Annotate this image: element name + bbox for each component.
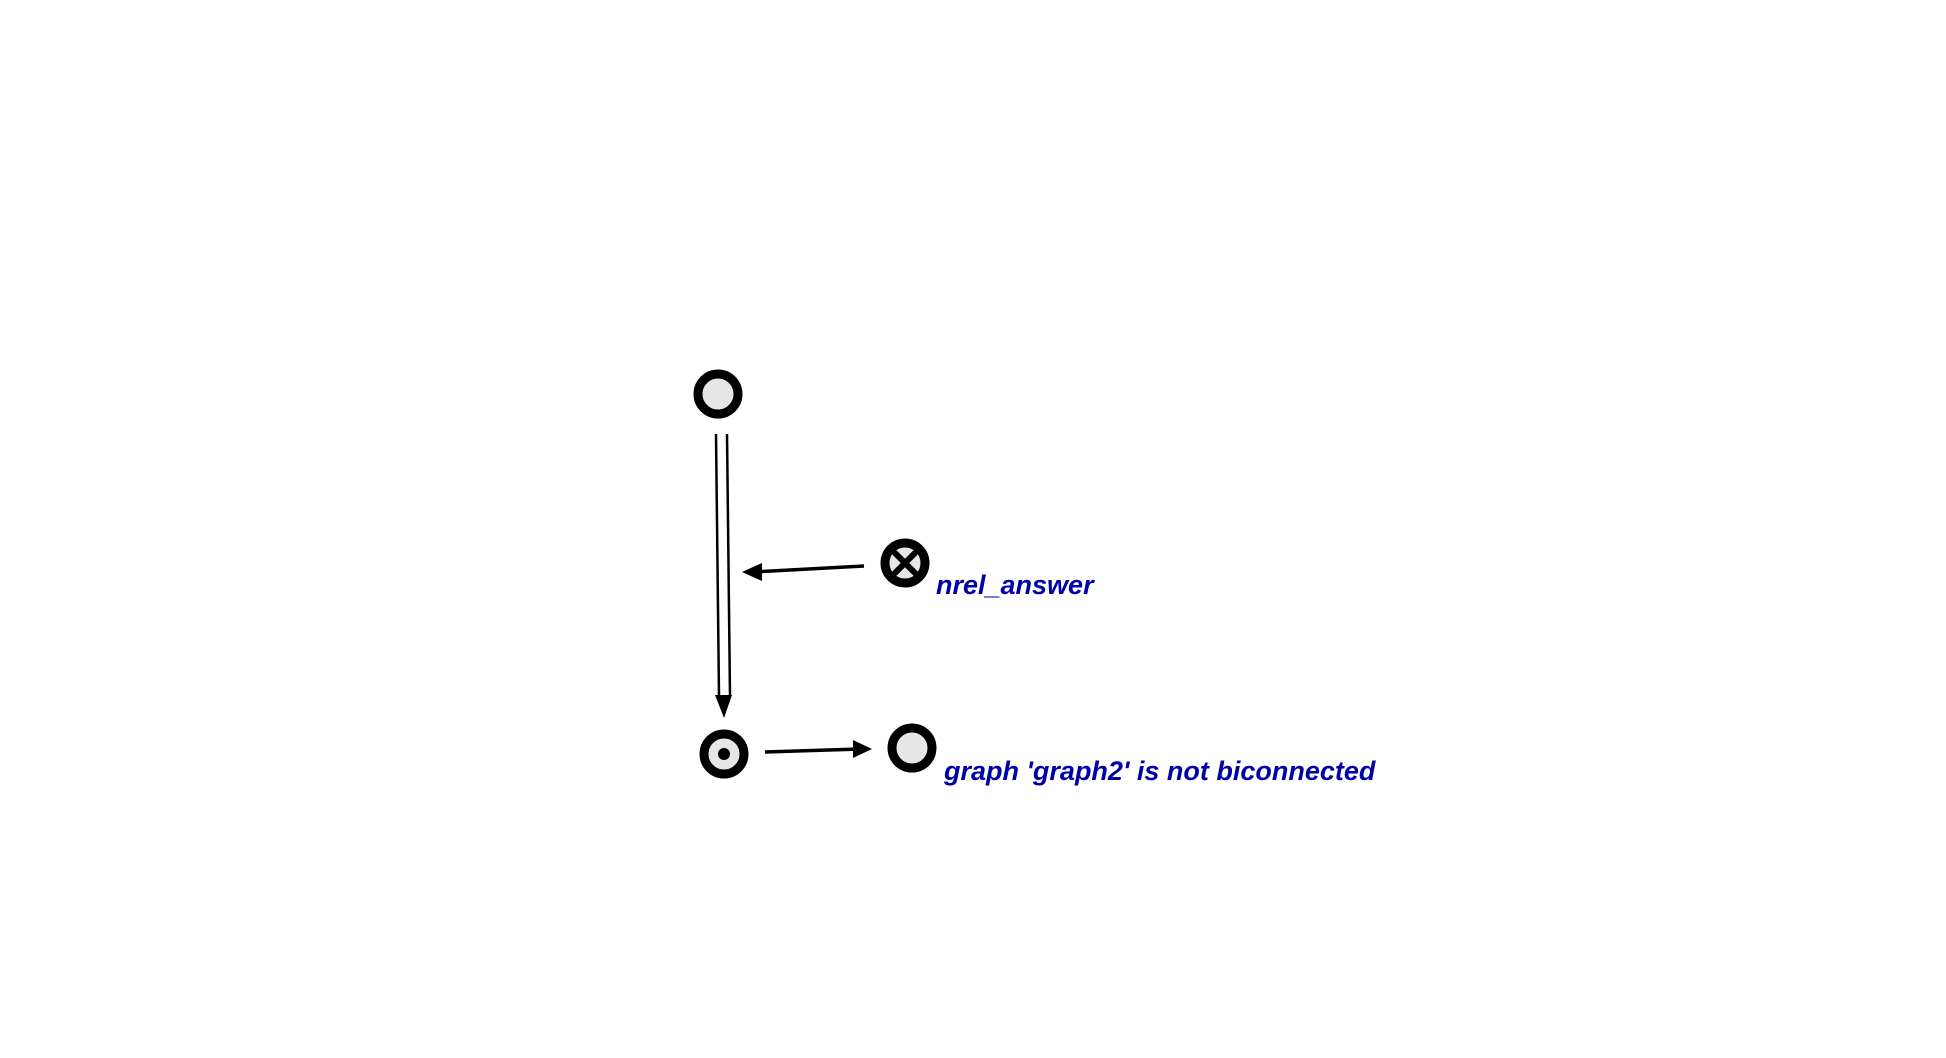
relation-access-arc[interactable] bbox=[742, 563, 865, 581]
relation-node[interactable] bbox=[880, 538, 930, 588]
question-node[interactable] bbox=[693, 369, 743, 419]
result-node[interactable] bbox=[887, 723, 937, 773]
result-node-label: graph 'graph2' is not biconnected bbox=[943, 756, 1376, 786]
relation-node-label: nrel_answer bbox=[936, 570, 1095, 600]
answer-node[interactable] bbox=[699, 729, 749, 779]
answer-pair-arc[interactable] bbox=[714, 433, 732, 718]
membership-arc[interactable] bbox=[764, 740, 872, 758]
